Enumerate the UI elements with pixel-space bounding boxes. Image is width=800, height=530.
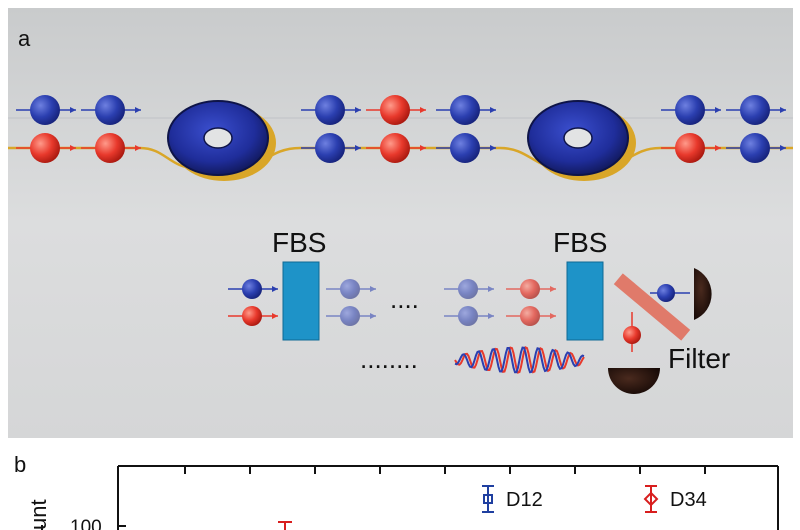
photon-bottom-7 xyxy=(726,133,786,163)
panel-a-background xyxy=(8,8,793,438)
schematic-photon-bottom-4 xyxy=(506,306,556,326)
legend: D12 D34 xyxy=(482,485,707,513)
schematic-photon-top-3 xyxy=(444,279,494,299)
legend-label-d34: D34 xyxy=(670,489,707,511)
top-ticks xyxy=(184,466,706,474)
legend-item-d12: D12 xyxy=(482,485,543,513)
schematic-photon-top-4 xyxy=(506,279,556,299)
detector-1 xyxy=(694,268,712,320)
photon-top-4 xyxy=(366,95,426,125)
photon-top-3 xyxy=(301,95,361,125)
photon-top-7 xyxy=(726,95,786,125)
y-axis-label: unt xyxy=(26,499,51,530)
fbs-block-1 xyxy=(282,261,320,341)
legend-label-d12: D12 xyxy=(506,489,543,511)
fbs-block-2 xyxy=(566,261,604,341)
photon-bottom-5 xyxy=(436,133,496,163)
blue-photon-out xyxy=(657,284,675,302)
panel-b-label: b xyxy=(14,452,26,477)
filter-label: Filter xyxy=(668,343,730,374)
ellipsis-short: .... xyxy=(390,284,419,314)
photon-top-2 xyxy=(81,95,141,125)
square-marker-icon xyxy=(483,494,493,504)
schematic-photon-top-1 xyxy=(228,279,278,299)
legend-item-d34: D34 xyxy=(643,485,707,513)
photon-bottom-3 xyxy=(301,133,361,163)
photon-top-1 xyxy=(16,95,76,125)
y-tick-label: 100 xyxy=(70,517,102,530)
photon-bottom-2 xyxy=(81,133,141,163)
schematic-photon-top-2 xyxy=(326,279,376,299)
red-photon-out xyxy=(623,326,641,344)
photon-row xyxy=(16,95,786,163)
fbs-label-2: FBS xyxy=(553,227,607,258)
schematic-photon-bottom-2 xyxy=(326,306,376,326)
panel-a-label: a xyxy=(18,26,31,51)
photon-top-5 xyxy=(436,95,496,125)
chart-frame xyxy=(117,465,779,530)
wave-packet-blue xyxy=(454,346,585,374)
fbs-label-1: FBS xyxy=(272,227,326,258)
filter-element xyxy=(613,273,691,341)
schematic-photon-bottom-1 xyxy=(228,306,278,326)
ellipsis-long: ........ xyxy=(360,344,418,374)
schematic-photon-bottom-3 xyxy=(444,306,494,326)
detector-2 xyxy=(608,368,660,394)
photon-bottom-6 xyxy=(661,133,721,163)
ring-resonator-1 xyxy=(167,100,276,181)
photon-bottom-4 xyxy=(366,133,426,163)
data-point-partial xyxy=(278,521,292,530)
diamond-marker-icon xyxy=(643,491,659,507)
ring-resonator-2 xyxy=(527,100,636,181)
schematic-photons xyxy=(228,279,556,326)
photon-bottom-1 xyxy=(16,133,76,163)
photon-top-6 xyxy=(661,95,721,125)
